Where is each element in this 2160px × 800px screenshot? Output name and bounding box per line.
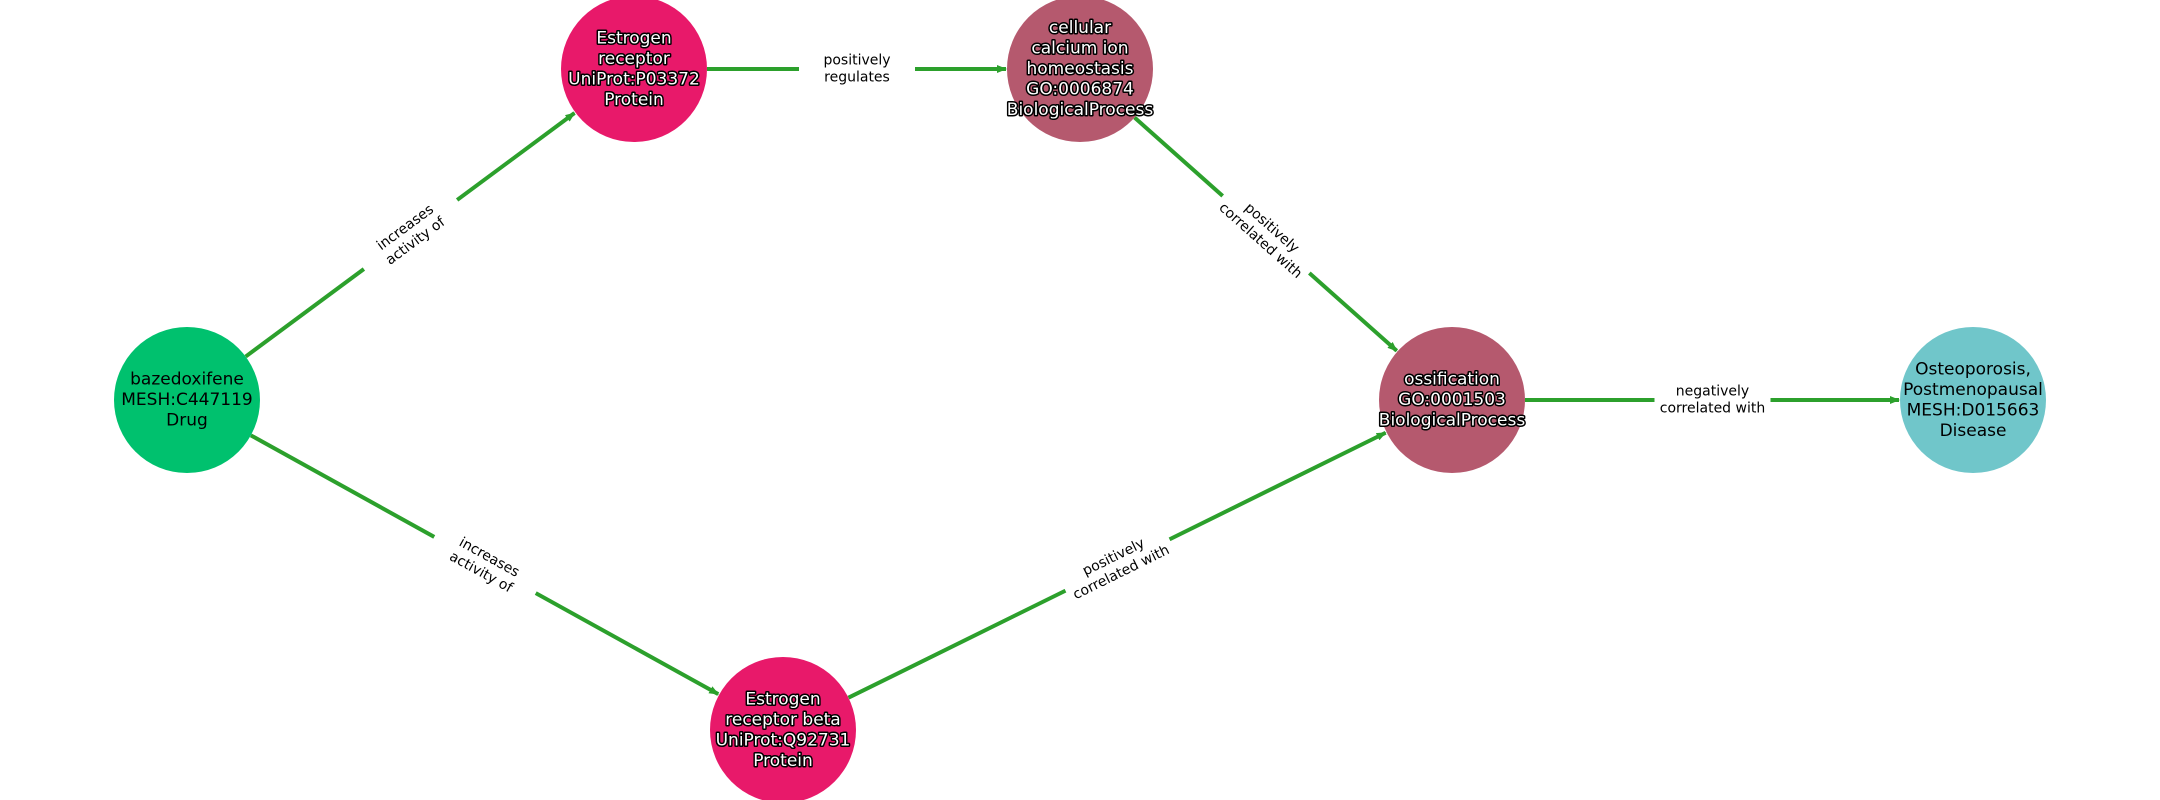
node-label-line: Disease (1940, 421, 2007, 441)
edge-label-background (799, 49, 915, 89)
node-label-line: BiologicalProcess (1379, 411, 1526, 431)
node-label-line: UniProt:P03372 (568, 69, 700, 89)
node-circle[interactable] (1900, 327, 2046, 473)
node-circle[interactable] (114, 327, 260, 473)
node-label-line: UniProt:Q92731 (716, 730, 851, 750)
node-label-line: receptor beta (725, 710, 840, 730)
node-label-line: MESH:C447119 (121, 390, 252, 410)
node-label-line: Drug (166, 411, 208, 431)
edge-label-line: positively (823, 53, 890, 69)
edge-label-background (1056, 521, 1179, 609)
edge-label-background (424, 519, 546, 611)
node-label-line: Protein (753, 751, 813, 771)
node-label-line: BiologicalProcess (1007, 100, 1154, 120)
node-label-line: cellular (1049, 18, 1111, 38)
node-label-line: Estrogen (596, 28, 671, 48)
node-label-line: Estrogen (745, 689, 820, 709)
node-osteoporosis[interactable]: Osteoporosis,PostmenopausalMESH:D015663D… (1900, 327, 2046, 473)
node-circle[interactable] (561, 0, 707, 142)
edge-label-background (1654, 380, 1771, 420)
node-label-line: Protein (604, 90, 664, 110)
node-label-line: Osteoporosis, (1915, 359, 2031, 379)
edge-label-background (351, 183, 470, 286)
node-label-line: ossification (1404, 370, 1500, 390)
node-label-line: MESH:D015663 (1907, 400, 2040, 420)
node-label-line: Postmenopausal (1903, 380, 2043, 400)
node-label-line: calcium ion (1031, 39, 1128, 59)
node-label-line: homeostasis (1027, 59, 1134, 79)
node-label-line: receptor (598, 49, 670, 69)
node-label-line: GO:0001503 (1398, 390, 1506, 410)
node-label-line: GO:0006874 (1026, 80, 1134, 100)
edge-label-line: negatively (1676, 384, 1749, 400)
node-label-line: bazedoxifene (130, 370, 244, 390)
node-circle[interactable] (710, 657, 856, 800)
edge-label-background (1209, 181, 1323, 288)
edge-label-line: regulates (824, 70, 890, 86)
node-circle[interactable] (1379, 327, 1525, 473)
node-circle[interactable] (1007, 0, 1153, 142)
edge-label-line: correlated with (1660, 401, 1765, 417)
